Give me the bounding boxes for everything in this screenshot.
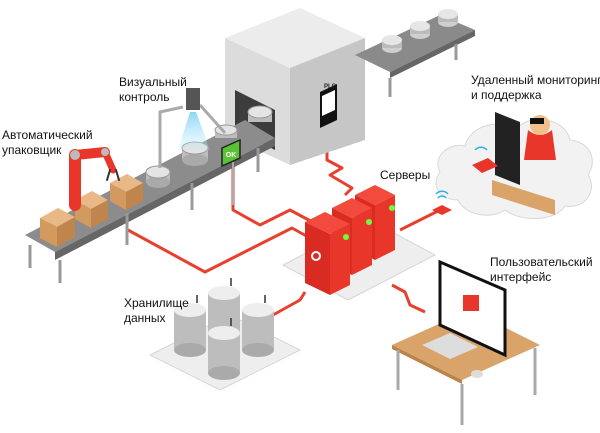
box [110, 174, 143, 210]
wifi-router [432, 190, 452, 215]
glasses [530, 118, 544, 124]
workstation-desk [392, 259, 540, 425]
ok-indicator: OK [221, 138, 241, 205]
label-auto-packer: Автоматический упаковщик [2, 128, 93, 157]
plc-text: PLC [324, 84, 337, 90]
status-led [389, 205, 395, 211]
servers [305, 185, 395, 295]
cable-servers-to-desk [391, 283, 426, 314]
plc-panel: PLC [320, 84, 337, 128]
cable-ok-to-servers [231, 160, 331, 227]
remote-monitor [495, 112, 520, 185]
status-led [366, 219, 372, 225]
part [247, 105, 273, 122]
box [40, 208, 75, 247]
label-user-interface: Пользовательский интерфейс [490, 255, 593, 284]
server-unit [305, 212, 350, 295]
robot-arm [69, 147, 120, 211]
mouse [471, 370, 483, 378]
remote-router [472, 158, 498, 173]
storage-drum [208, 318, 240, 380]
cable-servers-to-router [399, 208, 441, 232]
label-servers: Серверы [380, 168, 431, 182]
gear-icon [311, 251, 321, 261]
conveyor-back [355, 9, 475, 97]
storage-drums [174, 278, 274, 380]
storage-drum [242, 295, 274, 357]
cable-conveyor-to-servers [127, 226, 311, 274]
part [145, 165, 171, 188]
processing-machine [225, 8, 365, 165]
cardboard-boxes [40, 174, 143, 247]
label-data-storage: Хранилище данных [124, 296, 189, 325]
cable-storage-to-servers [272, 291, 307, 317]
wifi-icon [435, 190, 449, 199]
app-logo-icon [463, 295, 479, 311]
cable-plc-to-servers [325, 125, 354, 197]
remote-operator [472, 112, 556, 215]
status-led [343, 234, 349, 240]
ok-text: OK [226, 152, 237, 159]
keyboard [422, 333, 478, 359]
wifi-icon [474, 146, 488, 151]
label-visual-control: Визуальный контроль [119, 75, 187, 104]
storage-drum [174, 295, 206, 357]
vision-camera [158, 88, 227, 168]
label-remote-monitoring: Удаленный мониторинг и поддержка [471, 73, 600, 102]
